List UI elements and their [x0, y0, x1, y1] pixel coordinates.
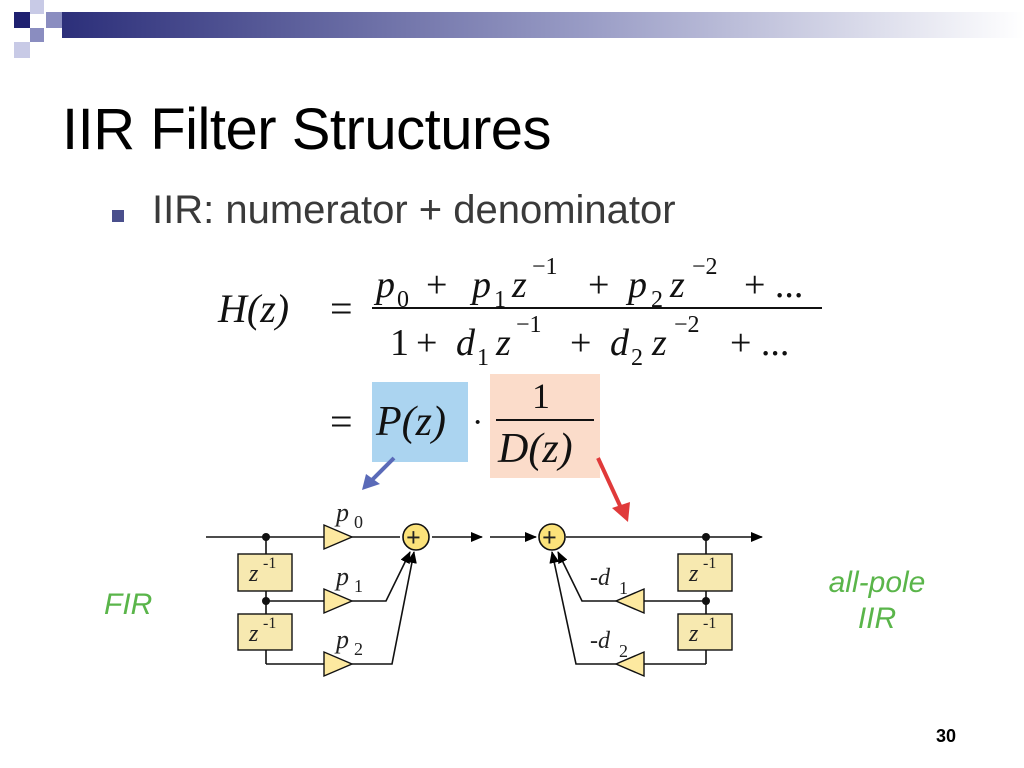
- iir-label-line2: IIR: [857, 602, 897, 635]
- fir-gain-p1: [323, 587, 354, 615]
- den-plus-1: +: [416, 322, 437, 364]
- num-p2-sub: 2: [651, 287, 663, 313]
- num-exp2: −2: [692, 254, 718, 280]
- num-plus-1: +: [426, 264, 447, 306]
- iir-delay-1: [677, 553, 733, 592]
- num-p2: p: [625, 264, 647, 306]
- fir-delay-1-exp: -1: [263, 555, 276, 572]
- fir-coef-p0: p: [334, 498, 349, 527]
- fir-coef-p1: p: [334, 562, 349, 591]
- den-d2-sub: 2: [631, 345, 643, 371]
- dz-pointer-arrow: [596, 457, 624, 511]
- num-p1-sub: 1: [494, 287, 506, 313]
- fir-coef-p2: p: [334, 625, 349, 654]
- den-z1: z: [495, 322, 511, 364]
- fir-gain-p2: [323, 650, 354, 678]
- eq2-equals: =: [330, 399, 353, 444]
- fir-delay-1-z: z: [248, 561, 259, 587]
- fir-delay-2-z: z: [248, 621, 259, 647]
- fir-delay-2-exp: -1: [263, 615, 276, 632]
- den-plus-2: +: [570, 322, 591, 364]
- fir-coef-p0-sub: 0: [354, 512, 363, 532]
- dz-arrowhead: [612, 502, 630, 522]
- den-z2: z: [651, 322, 667, 364]
- iir-node-1: [702, 597, 710, 605]
- slide-title: IIR Filter Structures: [62, 97, 552, 162]
- iir-delay-2-z: z: [688, 621, 699, 647]
- iir-delay-1-exp: -1: [703, 555, 716, 572]
- num-plus-2: +: [588, 264, 609, 306]
- den-exp2: −2: [674, 312, 700, 338]
- all-pole-iir-label: all-pole IIR: [812, 565, 942, 637]
- pz-arrowhead: [362, 474, 380, 490]
- eq-dz: D(z): [497, 426, 573, 472]
- fir-sum-2: [352, 551, 417, 665]
- fir-gain-p0: [323, 523, 354, 551]
- dz-highlight: [490, 374, 600, 478]
- iir-node-0: [702, 533, 710, 541]
- bullet-text: IIR: numerator + denominator: [152, 188, 676, 232]
- eq-equals: =: [330, 286, 353, 331]
- num-p0-sub: 0: [397, 287, 409, 313]
- pz-highlight: [372, 382, 468, 462]
- fir-adder: [402, 523, 430, 551]
- iir-label-line1: all-pole: [828, 566, 926, 599]
- pz-pointer-arrow: [368, 456, 396, 484]
- num-z1: z: [511, 264, 527, 306]
- iir-coef-d1: -d: [590, 565, 611, 591]
- fir-delay-2: [237, 613, 293, 651]
- den-one: 1: [390, 322, 409, 364]
- iir-delay-2-exp: -1: [703, 615, 716, 632]
- fir-coef-p1-sub: 1: [354, 576, 363, 596]
- fir-adder-sign: +: [406, 523, 421, 552]
- page-number: 30: [936, 726, 957, 746]
- den-ellipsis: + ...: [730, 322, 789, 364]
- fir-label: FIR: [104, 588, 153, 621]
- iir-delay-2: [677, 613, 733, 651]
- iir-feedback-1: [557, 551, 616, 602]
- den-d2: d: [610, 322, 630, 364]
- iir-coef-d1-sub: 1: [619, 578, 628, 598]
- num-exp1: −1: [532, 254, 558, 280]
- bullet-marker: [112, 210, 124, 222]
- num-p0: p: [373, 264, 395, 306]
- fir-coef-p2-sub: 2: [354, 639, 363, 659]
- fir-sum-1: [352, 551, 411, 602]
- num-z2: z: [669, 264, 685, 306]
- eq-lhs: H(z): [217, 286, 289, 331]
- iir-coef-d2-sub: 2: [619, 641, 628, 661]
- header-decoration: [0, 0, 1024, 58]
- fir-node-1: [262, 597, 270, 605]
- fir-node-0: [262, 533, 270, 541]
- eq-one: 1: [532, 376, 550, 416]
- iir-gain-d1: [614, 587, 645, 615]
- num-ellipsis: + ...: [744, 264, 803, 306]
- iir-adder-sign: +: [542, 523, 557, 552]
- den-exp1: −1: [516, 312, 542, 338]
- iir-delay-1-z: z: [688, 561, 699, 587]
- eq-dot: ·: [472, 404, 483, 441]
- eq-pz: P(z): [375, 399, 446, 445]
- fir-delay-1: [237, 553, 293, 592]
- iir-feedback-2: [549, 551, 616, 665]
- iir-adder: [538, 523, 566, 551]
- den-d1-sub: 1: [477, 345, 489, 371]
- iir-gain-d2: [614, 650, 645, 678]
- iir-coef-d2: -d: [590, 628, 611, 654]
- num-p1: p: [469, 264, 491, 306]
- den-d1: d: [456, 322, 476, 364]
